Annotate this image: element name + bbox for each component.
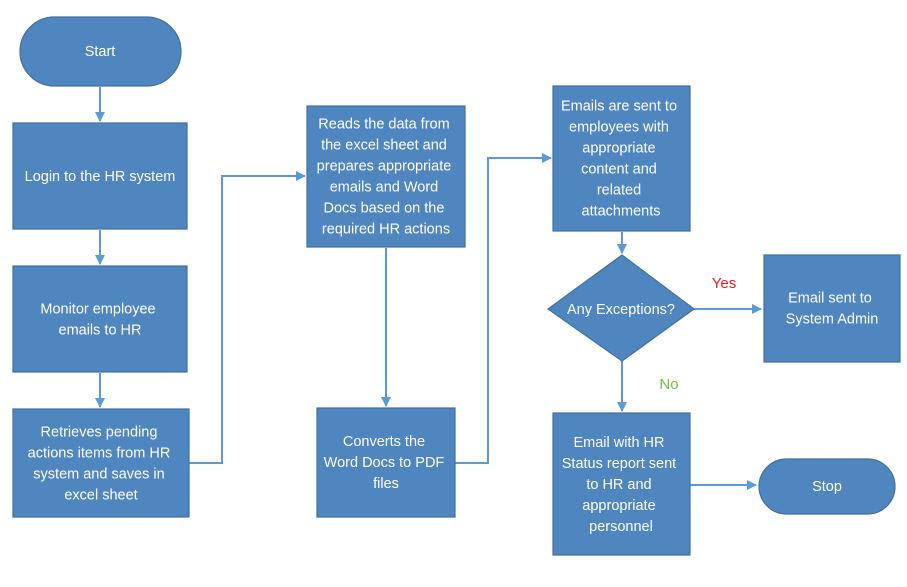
node-convert-text: Converts the Word Docs to PDF files [324,434,449,492]
node-start-shape [19,16,182,87]
node-stop-text: Stop [812,479,842,495]
node-emails-line: employees with [569,120,669,136]
node-decision-shape [546,254,696,362]
node-admin-text: Email sent to System Admin [786,291,879,328]
node-reads-shape [306,105,466,248]
node-admin: Email sent to System Admin [763,254,901,363]
node-retrieve-line: Retrieves pending [41,425,158,441]
node-reads-line: required HR actions [322,222,450,238]
node-reads-text: Reads the data from the excel sheet and … [317,117,456,238]
node-monitor-shape [12,265,188,373]
node-start-text: Start [85,44,116,60]
node-admin-line: System Admin [786,312,879,328]
node-decision-line: Any Exceptions? [567,302,675,318]
node-status-line: personnel [589,519,653,535]
node-monitor-line: Monitor employee [40,302,155,318]
node-retrieve-line: system and saves in [33,467,164,483]
node-status-shape [552,412,691,556]
node-reads-line: Reads the data from [318,117,449,133]
node-start: Start [19,16,182,87]
node-monitor-text: Monitor employee emails to HR [40,302,159,339]
node-reads-line: emails and Word [330,180,439,196]
node-emails-line: content and [581,162,657,178]
node-stop: Stop [758,458,896,515]
node-admin-shape [763,254,901,363]
node-reads-line: prepares appropriate [317,159,452,175]
node-login-shape [12,122,188,230]
node-retrieve-text: Retrieves pending actions items from HR … [28,425,175,504]
node-login-text: Login to the HR system [25,169,176,185]
node-login-line: Login to the HR system [25,169,176,185]
node-emails-line: attachments [582,204,661,220]
node-convert-shape [316,407,456,518]
edge-convert-to-emails [455,153,552,464]
node-convert-line: Word Docs to PDF [324,455,445,471]
edges [95,87,762,490]
node-decision: Any Exceptions? [546,254,696,362]
node-emails-line: Emails are sent to [561,99,677,115]
node-status: Email with HR Status report sent to HR a… [552,412,691,556]
edge-label-yes: Yes [712,275,736,292]
node-monitor-line: emails to HR [59,323,142,339]
node-reads-line: the excel sheet and [321,138,447,154]
node-login: Login to the HR system [12,122,188,230]
node-start-line: Start [85,44,116,60]
node-retrieve-line: excel sheet [64,488,137,504]
node-retrieve-line: actions items from HR [28,446,171,462]
edge-retrieve-to-reads [189,171,306,464]
node-status-line: Status report sent [562,456,676,472]
node-emails-line: appropriate [582,141,655,157]
node-convert-line: files [373,476,399,492]
edge-label-no: No [659,376,678,393]
node-emails-text: Emails are sent to employees with approp… [561,99,681,220]
node-status-text: Email with HR Status report sent to HR a… [562,435,680,535]
node-retrieve-shape [12,408,190,518]
node-convert: Converts the Word Docs to PDF files [316,407,456,518]
node-emails-shape [552,85,691,232]
node-convert-line: Converts the [343,434,425,450]
node-status-line: to HR and [586,477,651,493]
node-monitor: Monitor employee emails to HR [12,265,188,373]
node-stop-shape [758,458,896,515]
node-status-line: Email with HR [573,435,664,451]
node-decision-text: Any Exceptions? [567,302,675,318]
node-reads: Reads the data from the excel sheet and … [306,105,466,248]
node-stop-line: Stop [812,479,842,495]
node-reads-line: Docs based on the [324,201,445,217]
node-admin-line: Email sent to [788,291,872,307]
node-emails: Emails are sent to employees with approp… [552,85,691,232]
node-status-line: appropriate [582,498,655,514]
node-emails-line: related [597,183,641,199]
node-retrieve: Retrieves pending actions items from HR … [12,408,190,518]
